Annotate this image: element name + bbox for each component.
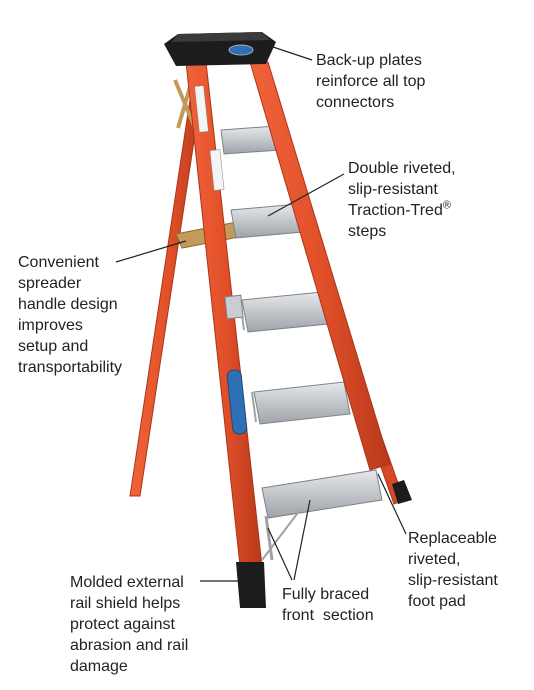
callout-steps: Double riveted, slip-resistant Traction-… <box>348 158 456 242</box>
callout-line: foot pad <box>408 593 466 610</box>
callout-line: transportability <box>18 359 123 376</box>
callout-line: reinforce all top <box>316 73 426 90</box>
step-3 <box>241 291 329 333</box>
callout-line: rail shield helps <box>70 595 181 612</box>
callout-line: Replaceable <box>408 530 497 547</box>
callout-line: Traction-Tred® <box>348 200 456 221</box>
front-braces <box>261 509 301 561</box>
callout-line: Fully braced <box>282 586 370 603</box>
callout-line: slip-resistant <box>408 572 498 589</box>
warning-label <box>194 85 209 133</box>
callout-front-section: Fully braced front section <box>282 584 374 626</box>
callout-line: connectors <box>316 94 395 111</box>
step-4 <box>253 381 351 425</box>
callout-spreader: Convenient spreader handle design improv… <box>18 252 122 378</box>
leader-foot-pad <box>377 473 407 535</box>
callout-line: riveted, <box>408 551 461 568</box>
leader-lines <box>115 45 407 582</box>
callout-line: spreader <box>18 275 82 292</box>
brand-sticker <box>209 149 225 191</box>
leader-steps <box>267 173 345 217</box>
leader-front-a <box>267 527 293 581</box>
step-5 <box>261 469 383 519</box>
rail-logo-badge <box>226 369 248 435</box>
callout-line: Convenient <box>18 254 99 271</box>
callout-line: slip-resistant <box>348 181 438 198</box>
rail-bracket <box>224 294 244 320</box>
callout-line: damage <box>70 658 128 675</box>
callout-line: protect against <box>70 616 175 633</box>
callout-foot-pad: Replaceable riveted, slip-resistant foot… <box>408 528 498 612</box>
callout-top-plates: Back-up plates reinforce all top connect… <box>316 50 425 113</box>
registered-mark: ® <box>442 199 451 212</box>
leader-front-b <box>293 499 311 581</box>
callout-line: setup and <box>18 338 89 355</box>
top-cap <box>164 32 276 66</box>
rail-shield <box>236 562 266 608</box>
callout-line: steps <box>348 223 387 240</box>
callout-line: improves <box>18 317 83 334</box>
callout-line: handle design <box>18 296 118 313</box>
leader-top-plates <box>269 45 313 61</box>
leader-spreader <box>115 240 187 263</box>
foot-pad <box>392 480 412 504</box>
callout-line: Double riveted, <box>348 160 456 177</box>
callout-rail-shield: Molded external rail shield helps protec… <box>70 572 188 677</box>
step-2 <box>230 203 304 239</box>
trademark-name: Traction-Tred <box>348 202 443 219</box>
callout-line: front section <box>282 607 374 624</box>
callout-line: Molded external <box>70 574 184 591</box>
callout-line: Back-up plates <box>316 52 422 69</box>
callout-line: abrasion and rail <box>70 637 189 654</box>
